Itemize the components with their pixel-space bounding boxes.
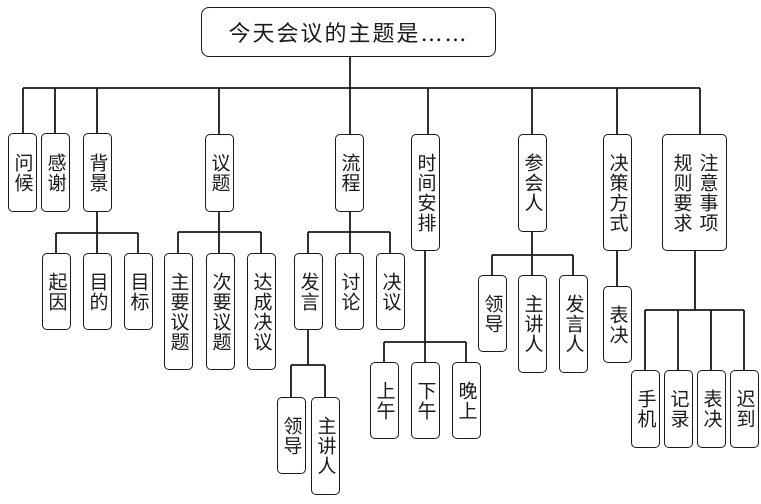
node-process-resolution: 决议 [376, 253, 405, 330]
node-rules: 注意事项 规则要求 [662, 134, 727, 251]
node-speech-leader: 领导 [277, 397, 306, 474]
node-label: 领导 [280, 415, 303, 456]
node-background-goal: 目标 [124, 253, 153, 330]
node-schedule-evening: 晚上 [452, 362, 481, 439]
node-label: 表决 [700, 389, 723, 429]
node-attendees: 参会人 [518, 134, 547, 232]
node-process-speech: 发言 [294, 253, 323, 330]
node-label: 时间安排 [414, 152, 437, 233]
node-label: 讨论 [338, 271, 361, 312]
node-label: 决议 [379, 271, 402, 312]
node-label: 上午 [373, 380, 396, 421]
node-label: 下午 [414, 380, 437, 421]
node-attendees-speaker: 发言人 [559, 275, 588, 373]
node-label: 目标 [127, 271, 150, 312]
node-background-purpose: 目的 [83, 253, 112, 330]
node-process-discussion: 讨论 [335, 253, 364, 330]
node-label-rules: 规则要求 [670, 152, 693, 233]
node-label-notes: 注意事项 [696, 152, 719, 233]
root-topic-box: 今天会议的主题是…… [201, 7, 496, 57]
node-label: 主讲人 [314, 416, 337, 476]
node-decision-method: 决策方式 [603, 134, 632, 251]
node-topics-main: 主要议题 [164, 253, 193, 370]
node-schedule: 时间安排 [411, 134, 440, 251]
node-label: 感谢 [44, 152, 67, 193]
node-topics: 议题 [205, 134, 234, 212]
node-thanks: 感谢 [41, 133, 70, 212]
node-rules-late: 迟到 [730, 370, 759, 448]
node-label: 参会人 [521, 153, 544, 213]
node-speech-presenter: 主讲人 [311, 397, 340, 495]
node-label: 起因 [45, 271, 68, 312]
node-rules-vote: 表决 [697, 370, 726, 448]
node-label: 背景 [86, 152, 109, 193]
node-process: 流程 [335, 134, 364, 212]
node-label: 次要议题 [209, 271, 232, 352]
node-label: 发言人 [562, 294, 585, 354]
node-schedule-morning: 上午 [370, 362, 399, 439]
node-schedule-afternoon: 下午 [411, 362, 440, 439]
node-label: 决策方式 [606, 152, 629, 233]
node-greeting: 问候 [8, 133, 37, 212]
node-label: 记录 [667, 389, 690, 429]
node-label: 领导 [481, 293, 504, 334]
node-label: 迟到 [733, 389, 756, 429]
node-attendees-presenter: 主讲人 [518, 275, 547, 373]
node-attendees-leader: 领导 [478, 275, 507, 352]
node-label: 发言 [297, 271, 320, 312]
node-label: 流程 [338, 153, 361, 193]
node-label: 主要议题 [167, 271, 190, 352]
node-label: 表决 [606, 304, 629, 345]
root-topic-label: 今天会议的主题是…… [228, 22, 469, 47]
node-label: 议题 [208, 153, 231, 193]
node-topics-resolution: 达成决议 [247, 253, 276, 370]
node-rules-phone: 手机 [631, 370, 660, 448]
node-label: 主讲人 [521, 294, 544, 354]
node-rules-record: 记录 [664, 370, 693, 448]
node-label: 手机 [634, 389, 657, 429]
node-background-cause: 起因 [42, 253, 71, 330]
node-topics-secondary: 次要议题 [206, 253, 235, 370]
node-background: 背景 [83, 133, 112, 212]
node-label: 达成决议 [250, 271, 273, 352]
node-label: 晚上 [455, 380, 478, 421]
node-label: 目的 [86, 271, 109, 312]
node-label: 问候 [11, 152, 34, 193]
node-decision-vote: 表决 [603, 286, 632, 363]
